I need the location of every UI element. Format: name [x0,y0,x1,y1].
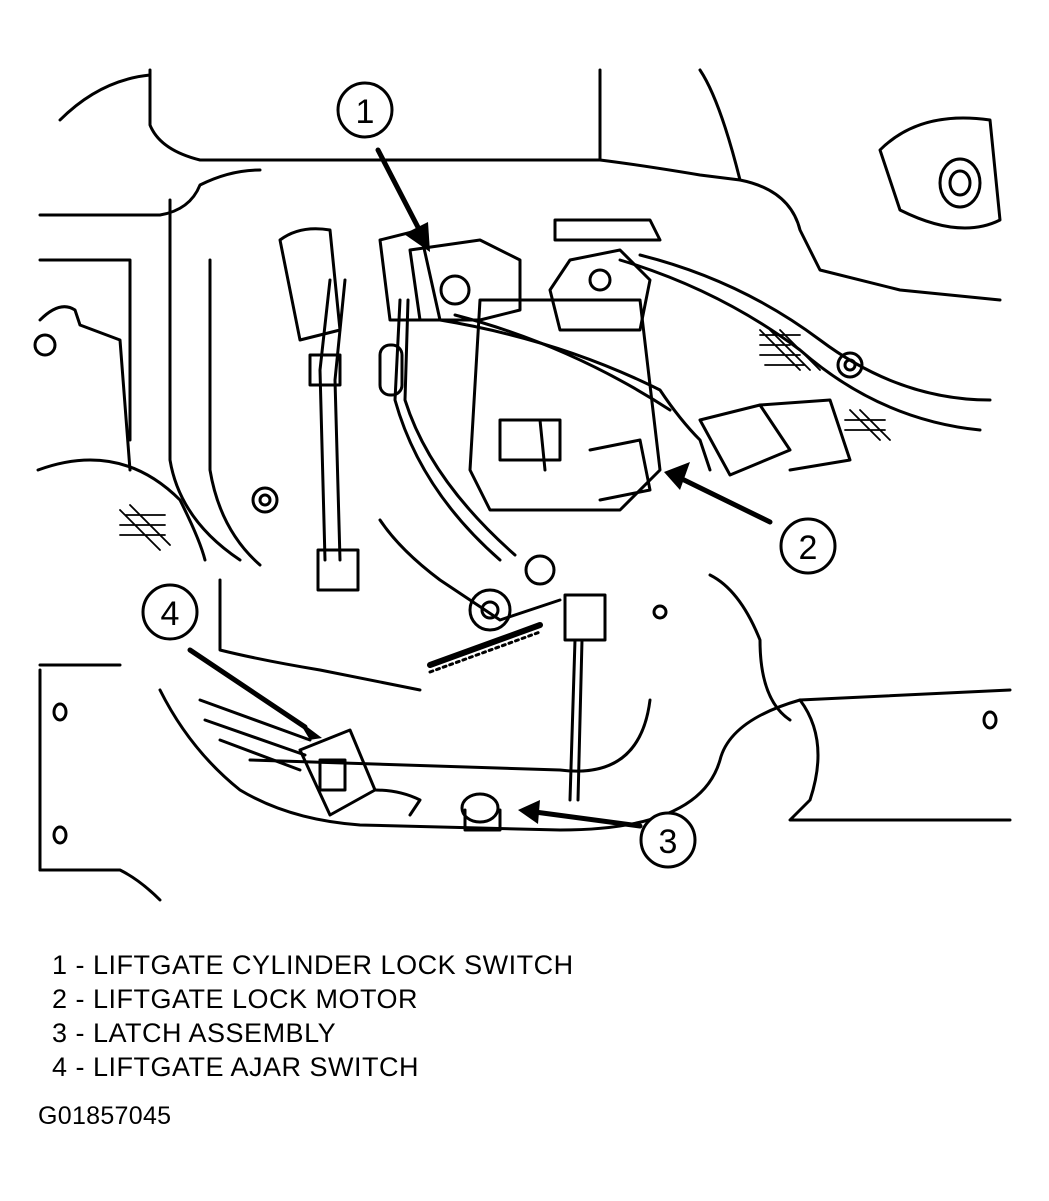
legend-item-1: 1 - LIFTGATE CYLINDER LOCK SWITCH [52,950,574,980]
callout-2-number: 2 [799,529,818,567]
lock-motor [468,248,662,512]
panel-slot [553,218,662,242]
wiring [198,253,992,802]
legend: 1 - LIFTGATE CYLINDER LOCK SWITCH 2 - LI… [52,948,574,1084]
callout-2: 2 [779,517,837,575]
bolts [33,333,864,514]
callout-3-number: 3 [659,823,678,861]
callout-3: 3 [639,811,697,869]
callout-1: 1 [336,81,394,139]
liftgate-panel-outline [36,68,1012,902]
liftgate-latch-diagram: 1 2 3 4 [33,68,1012,902]
leader-arrows [187,147,773,829]
figure-id: G01857045 [38,1102,172,1130]
legend-item-4: 4 - LIFTGATE AJAR SWITCH [52,1052,420,1082]
latch-linkage [378,518,562,674]
callout-4-number: 4 [161,595,180,633]
arrowheads [296,222,690,824]
connectors [298,343,852,832]
callout-4: 4 [141,583,199,641]
callout-1-number: 1 [356,93,375,131]
legend-item-2: 2 - LIFTGATE LOCK MOTOR [52,984,419,1014]
textured-patches [119,329,891,551]
legend-item-3: 3 - LATCH ASSEMBLY [52,1018,337,1048]
